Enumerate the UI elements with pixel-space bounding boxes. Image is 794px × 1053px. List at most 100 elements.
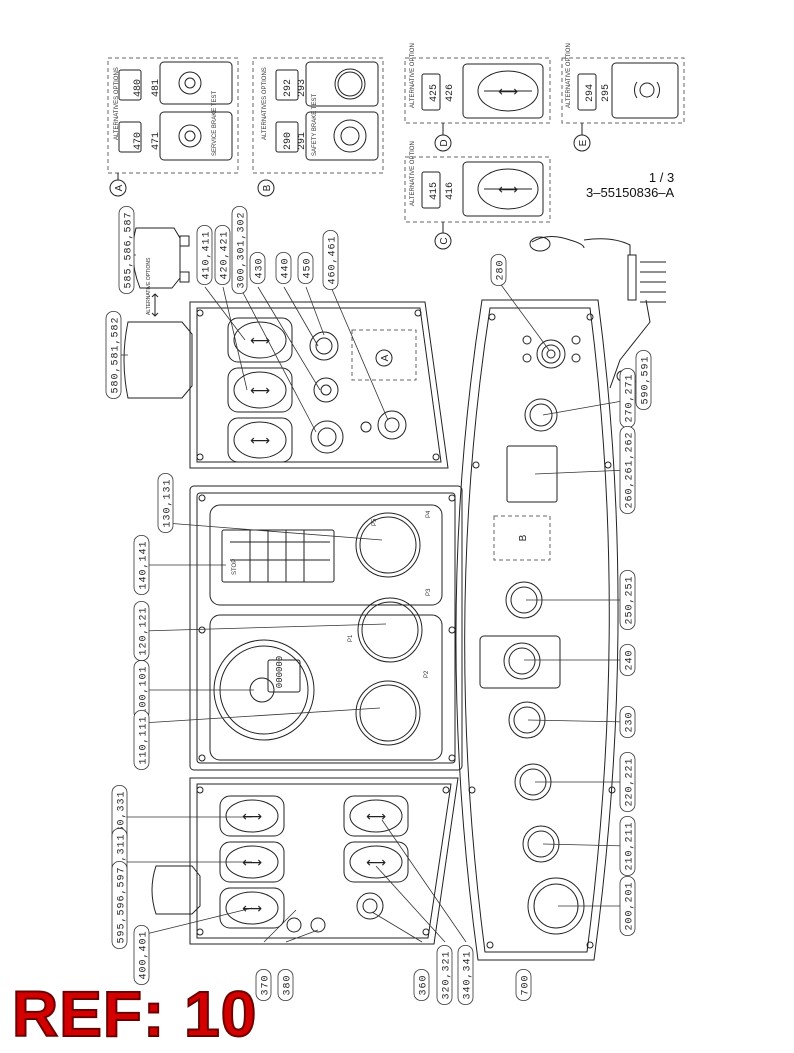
letter-glyphs: A B C D E A B [114, 139, 589, 541]
callout-340: 340,341 [457, 945, 474, 1005]
page-label: 1 / 3 [648, 170, 675, 185]
svg-text:360: 360 [419, 974, 430, 995]
opt-e-title: ALTERNATIVE OPTION [566, 43, 572, 108]
callout-200: 200,201 [619, 876, 636, 936]
callout-440: 440 [275, 252, 292, 284]
opt-d-425: 425 [429, 84, 440, 102]
svg-text:120,121: 120,121 [139, 606, 150, 655]
opt-a-title: ALTERNATIVES OPTIONS [114, 67, 120, 140]
callout-300: 300,301,302 [231, 206, 248, 294]
label-p3: P3 [426, 588, 432, 596]
callout-250: 250,251 [619, 570, 636, 630]
opt-b-291: 291 [297, 132, 308, 150]
svg-text:450: 450 [303, 257, 314, 278]
page-number-block: 1 / 3 3–55150836–A [586, 170, 674, 200]
svg-text:200,201: 200,201 [625, 881, 636, 930]
svg-text:585,586,587: 585,586,587 [124, 211, 135, 288]
opt-a-471: 471 [151, 132, 162, 150]
svg-text:⟷: ⟷ [242, 901, 262, 917]
callout-280: 280 [490, 254, 507, 286]
opt-a-sub: SERVICE BRAKE TEST [212, 91, 218, 156]
opt-b-292: 292 [283, 79, 294, 97]
svg-text:320,321: 320,321 [442, 950, 453, 999]
svg-text:300,301,302: 300,301,302 [237, 211, 248, 288]
opt-d-title: ALTERNATIVE OPTION [410, 43, 416, 108]
callout-430: 430 [249, 252, 266, 284]
callout-595: 595,596,597 [111, 861, 128, 949]
svg-text:⟷: ⟷ [498, 182, 518, 198]
svg-text:270,271: 270,271 [625, 373, 636, 422]
opt-b-293: 293 [297, 79, 308, 97]
opt-b-title: ALTERNATIVES OPTIONS [262, 67, 268, 140]
svg-text:370: 370 [261, 974, 272, 995]
svg-text:220,221: 220,221 [625, 757, 636, 806]
small-labels: P1 P2 P3 P4 P5 000000 STOP ALTERNATIVE O… [146, 257, 432, 688]
label-p4: P4 [426, 510, 432, 518]
callout-580: 580,581,582 [105, 311, 122, 399]
callout-400: 400,401 [133, 925, 150, 985]
callout-210: 210,211 [619, 816, 636, 876]
callout-100: 100,101 [133, 660, 150, 720]
svg-text:⟷: ⟷ [250, 433, 270, 449]
svg-text:100,101: 100,101 [139, 665, 150, 714]
opt-a-481: 481 [151, 79, 162, 97]
option-box-b [252, 57, 384, 174]
svg-text:⟷: ⟷ [250, 383, 270, 399]
svg-text:280: 280 [496, 259, 507, 280]
lower-switch-panel [189, 777, 459, 945]
option-box-c [404, 156, 551, 223]
callout-590: 590,591 [635, 350, 652, 410]
callout-260: 260,261,262 [619, 426, 636, 514]
drawing-code: 3–55150836–A [586, 185, 675, 200]
callout-270: 270,271 [619, 368, 636, 428]
letter-d: D [439, 139, 450, 146]
svg-text:140,141: 140,141 [139, 540, 150, 589]
leader-lines [114, 254, 645, 943]
letter-b: B [262, 184, 273, 191]
callout-420: 420,421 [214, 225, 231, 285]
svg-text:240: 240 [625, 649, 636, 670]
opt-b-sub: SAFETY BRAKE TEST [312, 94, 318, 156]
option-box-e [561, 57, 685, 124]
odometer-readout: 000000 [275, 656, 285, 688]
callout-140: 140,141 [133, 535, 150, 595]
opt-a-470: 470 [133, 132, 144, 150]
option-box-texts: 480 481 470 471 292 293 290 291 425 426 … [114, 43, 612, 206]
callout-320: 320,321 [436, 945, 453, 1005]
option-box-d [404, 57, 551, 124]
option-box-a [107, 57, 239, 174]
opt-b-290: 290 [283, 132, 294, 150]
svg-text:⟷: ⟷ [366, 809, 386, 825]
callout-240: 240 [619, 644, 636, 676]
opt-d-426: 426 [445, 84, 456, 102]
stop-label: STOP [232, 559, 238, 575]
callout-110: 110,111 [133, 710, 150, 770]
svg-text:380: 380 [283, 974, 294, 995]
letter-c: C [439, 237, 450, 244]
callout-360: 360 [413, 969, 430, 1001]
svg-text:595,596,597: 595,596,597 [117, 866, 128, 943]
svg-text:⟷: ⟷ [242, 809, 262, 825]
svg-text:460,461: 460,461 [328, 235, 339, 284]
svg-text:310,311: 310,311 [117, 833, 128, 882]
opt-e-295: 295 [601, 84, 612, 102]
callout-370: 370 [255, 969, 272, 1001]
svg-text:210,211: 210,211 [625, 821, 636, 870]
svg-text:330,331: 330,331 [117, 790, 128, 839]
label-p2: P2 [424, 670, 430, 678]
svg-text:440: 440 [281, 257, 292, 278]
right-panel [455, 299, 619, 961]
opt-c-415: 415 [429, 182, 440, 200]
opt-e-294: 294 [585, 84, 596, 102]
svg-text:110,111: 110,111 [139, 715, 150, 764]
reference-label: REF: 10 [11, 978, 258, 1050]
alt-options-label: ALTERNATIVE OPTIONS [146, 257, 152, 315]
letter-circles [109, 123, 591, 250]
svg-text:⟷: ⟷ [366, 855, 386, 871]
letter-a: A [114, 184, 125, 191]
svg-text:410,411: 410,411 [202, 230, 213, 279]
svg-text:⟷: ⟷ [250, 333, 270, 349]
opt-a-480: 480 [133, 79, 144, 97]
